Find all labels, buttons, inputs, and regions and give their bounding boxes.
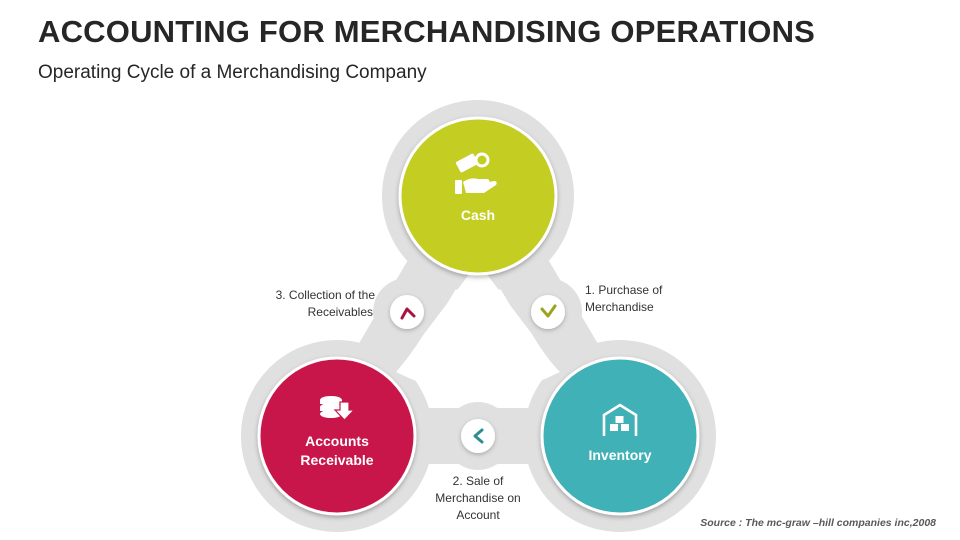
node-accounts-receivable: Accounts Receivable <box>257 356 417 516</box>
money-in-hand-icon <box>455 152 497 194</box>
step-collection-connector <box>390 295 424 329</box>
step-purchase-line2: Merchandise <box>585 300 654 314</box>
chevron-up-icon <box>400 307 416 320</box>
step-sale-line2: Merchandise on <box>435 491 520 505</box>
receivable-label-line2: Receivable <box>300 452 373 468</box>
step-sale-line3: Account <box>456 508 500 522</box>
chevron-left-icon <box>473 428 484 444</box>
source-citation: Source : The mc-graw –hill companies inc… <box>700 517 936 529</box>
step-purchase-connector <box>531 295 565 329</box>
warehouse-icon <box>602 403 638 436</box>
step-sale-line1: 2. Sale of <box>453 474 504 488</box>
inventory-label: Inventory <box>588 447 651 463</box>
coins-down-arrow-icon <box>320 396 356 421</box>
step-collection-line1: 3. Collection of the <box>276 288 376 302</box>
step-collection-line2: Receivables <box>308 305 373 319</box>
node-inventory: Inventory <box>540 356 700 516</box>
step-sale-connector <box>461 419 495 453</box>
cash-label: Cash <box>461 207 495 223</box>
page-title: ACCOUNTING FOR MERCHANDISING OPERATIONS <box>38 14 816 49</box>
receivable-label-line1: Accounts <box>305 433 369 449</box>
node-cash: Cash <box>398 116 558 276</box>
chevron-down-icon <box>540 304 557 318</box>
page-subtitle: Operating Cycle of a Merchandising Compa… <box>38 62 427 83</box>
step-purchase-line1: 1. Purchase of <box>585 283 663 297</box>
